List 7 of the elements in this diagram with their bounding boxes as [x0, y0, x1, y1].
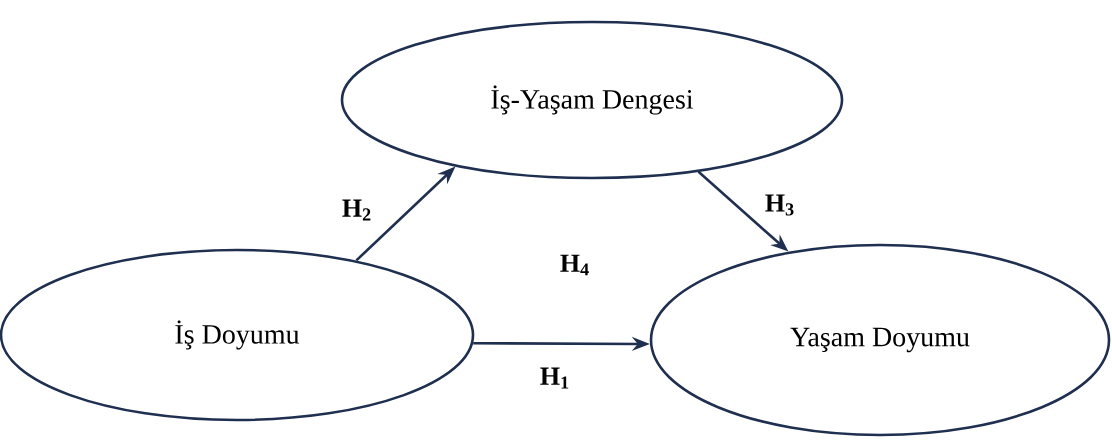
edge-label: H$_{3}$: [762, 192, 798, 218]
ellipse-node: İş Doyumu: [0, 248, 475, 422]
hypothesis-label: H$_{4}$: [560, 254, 589, 276]
ellipse-node: İş-Yaşam Dengesi: [340, 20, 844, 180]
ellipse-node: Yaşam Doyumu: [649, 243, 1111, 437]
edge-label: H$_{2}$: [339, 197, 375, 223]
edge-label: H$_{1}$: [537, 365, 573, 391]
